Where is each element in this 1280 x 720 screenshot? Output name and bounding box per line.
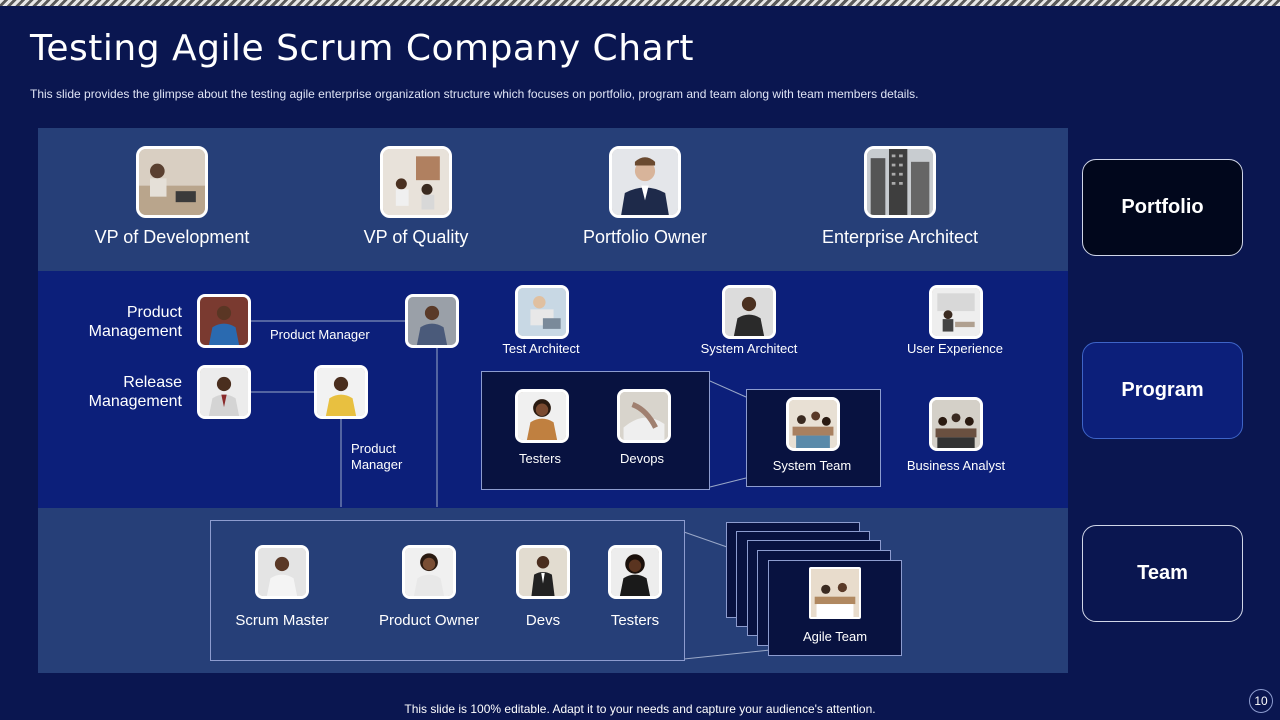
page-number: 10	[1249, 689, 1273, 713]
person-photo-icon	[608, 545, 662, 599]
person-photo-icon	[255, 545, 309, 599]
person-photo-icon	[516, 545, 570, 599]
meeting-photo-icon	[617, 389, 671, 443]
meeting-photo-icon	[380, 146, 452, 218]
person-photo-icon	[515, 285, 569, 339]
person-photo-icon	[314, 365, 368, 419]
vp-quality-label: VP of Quality	[363, 227, 469, 247]
release-management-label: Release Management	[88, 374, 182, 410]
person-photo-icon	[722, 285, 776, 339]
program-tag: Program	[1082, 342, 1243, 439]
footer-note: This slide is 100% editable. Adapt it to…	[404, 702, 876, 716]
product-management-label: Product Management	[88, 304, 182, 340]
test-architect-label: Test Architect	[502, 341, 580, 356]
testers-label: Testers	[610, 612, 660, 629]
devs-label: Devs	[525, 612, 561, 629]
person-photo-icon	[515, 389, 569, 443]
product-manager-label: Product Manager	[270, 327, 370, 342]
person-photo-icon	[609, 146, 681, 218]
product-owner-label: Product Owner	[378, 612, 480, 629]
system-architect-label: System Architect	[700, 341, 798, 356]
portfolio-tag: Portfolio	[1082, 159, 1243, 256]
vp-development-label: VP of Development	[94, 227, 250, 247]
meeting-photo-icon	[786, 397, 840, 451]
meeting-photo-icon	[809, 567, 861, 619]
page-subtitle: This slide provides the glimpse about th…	[30, 87, 919, 101]
enterprise-architect-label: Enterprise Architect	[821, 227, 979, 247]
person-photo-icon	[197, 365, 251, 419]
product-manager-label: Product Manager	[351, 441, 403, 472]
agile-team-label: Agile Team	[802, 629, 868, 644]
person-photo-icon	[402, 545, 456, 599]
top-stripe	[0, 0, 1280, 6]
meeting-photo-icon	[929, 285, 983, 339]
person-photo-icon	[405, 294, 459, 348]
meeting-photo-icon	[136, 146, 208, 218]
devops-label: Devops	[619, 451, 665, 466]
user-experience-label: User Experience	[906, 341, 1004, 356]
business-analyst-label: Business Analyst	[906, 458, 1006, 473]
meeting-photo-icon	[929, 397, 983, 451]
testers-label: Testers	[519, 451, 561, 466]
building-photo-icon	[864, 146, 936, 218]
portfolio-owner-label: Portfolio Owner	[582, 227, 708, 247]
scrum-master-label: Scrum Master	[235, 612, 329, 629]
person-photo-icon	[197, 294, 251, 348]
system-team-label: System Team	[772, 458, 852, 473]
page-title: Testing Agile Scrum Company Chart	[30, 28, 694, 69]
team-members-box	[210, 520, 685, 661]
team-tag: Team	[1082, 525, 1243, 622]
